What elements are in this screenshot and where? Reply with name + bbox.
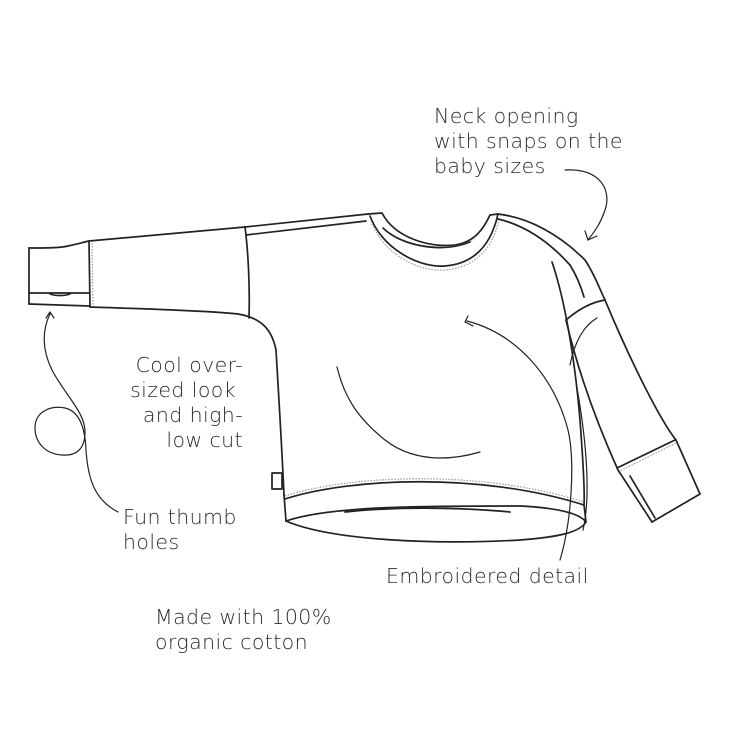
annotation-embroidered-detail: Embroidered detail: [386, 564, 589, 589]
annotation-line: Neck opening: [434, 104, 579, 128]
annotation-line: Fun thumb: [123, 505, 237, 529]
embroidered-arrow: [466, 320, 573, 561]
annotation-line: sized look: [130, 378, 236, 402]
annotation-line: Embroidered detail: [386, 564, 589, 588]
annotation-line: Cool over-: [135, 353, 243, 377]
body: [271, 261, 588, 543]
neck-arrow: [564, 169, 608, 241]
right-sleeve: [497, 213, 701, 523]
annotation-line: and high-: [142, 403, 243, 427]
annotation-oversized-look: Cool over- sized look and high- low cut: [120, 353, 243, 453]
annotation-line: baby sizes: [434, 154, 546, 178]
annotation-thumb-holes: Fun thumb holes: [123, 505, 237, 555]
thumb-hole-slit: [49, 293, 71, 297]
left-sleeve: [28, 213, 369, 351]
label-tab: [271, 472, 283, 490]
annotation-line: holes: [123, 530, 180, 554]
annotation-line: organic cotton: [155, 630, 308, 654]
annotation-organic-cotton: Made with 100% organic cotton: [155, 605, 332, 655]
annotation-line: with snaps on the: [434, 129, 623, 153]
annotation-line: Made with 100%: [155, 605, 332, 629]
neckline: [367, 212, 500, 271]
thumb-arrow: [34, 313, 119, 513]
annotation-line: low cut: [166, 428, 243, 452]
annotation-arrows: [34, 169, 608, 561]
annotation-neck-opening: Neck opening with snaps on the baby size…: [434, 104, 623, 179]
thumb-hole-slit-right: [629, 475, 656, 519]
